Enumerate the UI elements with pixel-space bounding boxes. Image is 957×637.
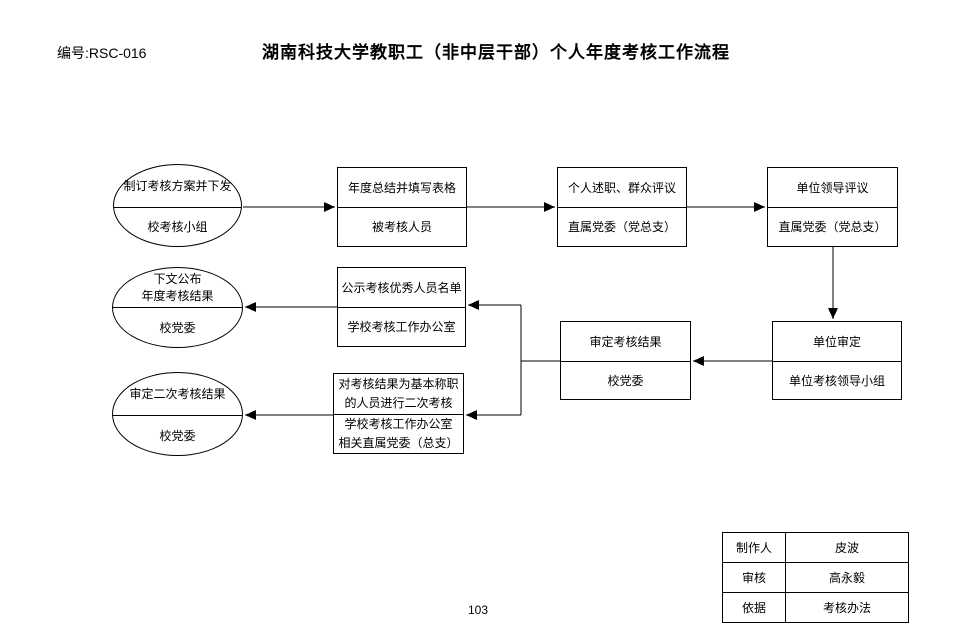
node-second-assess: 对考核结果为基本称职 的人员进行二次考核 学校考核工作办公室 相关直属党委（总支… xyxy=(333,373,464,454)
node-task-label: 对考核结果为基本称职 的人员进行二次考核 xyxy=(334,374,463,415)
info-label-reviewer: 审核 xyxy=(722,562,786,593)
page-title: 湖南科技大学教职工（非中层干部）个人年度考核工作流程 xyxy=(262,43,730,62)
node-task-label: 年度总结并填写表格 xyxy=(338,168,466,208)
doc-number: 编号:RSC-016 xyxy=(57,45,147,61)
node-actor-label: 直属党委（党总支） xyxy=(778,220,887,234)
table-row: 制作人 皮波 xyxy=(722,532,909,563)
node-divider xyxy=(113,307,242,308)
node-task-line1: 对考核结果为基本称职 xyxy=(338,377,459,391)
info-label-maker: 制作人 xyxy=(722,532,786,563)
node-actor-label: 被考核人员 xyxy=(371,220,432,234)
node-publish-result: 下文公布 年度考核结果 校党委 xyxy=(112,267,243,348)
connector-approve-junction xyxy=(520,305,560,415)
node-actor-line2: 相关直属党委（总支） xyxy=(338,436,459,450)
node-task-label: 个人述职、群众评议 xyxy=(558,168,686,208)
node-divider xyxy=(113,415,242,416)
node-task-label: 审定二次考核结果 xyxy=(129,387,226,401)
node-unit-approve: 单位审定 单位考核领导小组 xyxy=(772,321,902,400)
node-annual-summary: 年度总结并填写表格 被考核人员 xyxy=(337,167,467,247)
node-actor-label: 校党委 xyxy=(607,373,644,388)
node-actor-label: 校考核小组 xyxy=(147,220,208,234)
node-leader-review: 单位领导评议 直属党委（党总支） xyxy=(767,167,898,247)
node-task-line2: 的人员进行二次考核 xyxy=(344,396,453,410)
page-number: 103 xyxy=(467,603,489,617)
node-task-label: 审定考核结果 xyxy=(561,322,690,362)
node-task-label: 下文公布 年度考核结果 xyxy=(113,268,242,307)
node-actor-label: 直属党委（党总支） xyxy=(567,220,676,234)
info-table: 制作人 皮波 审核 高永毅 依据 考核办法 xyxy=(722,532,909,623)
node-personal-debrief: 个人述职、群众评议 直属党委（党总支） xyxy=(557,167,687,247)
node-actor-label: 校党委 xyxy=(159,320,196,335)
table-row: 审核 高永毅 xyxy=(722,562,909,593)
node-approve-result: 审定考核结果 校党委 xyxy=(560,321,691,400)
node-actor-label: 学校考核工作办公室 xyxy=(347,320,456,334)
node-make-plan: 制订考核方案并下发 校考核小组 xyxy=(113,164,242,247)
info-value-reviewer: 高永毅 xyxy=(785,562,909,593)
node-divider xyxy=(114,207,241,208)
info-label-basis: 依据 xyxy=(722,592,786,623)
node-actor-line1: 学校考核工作办公室 xyxy=(344,417,453,431)
node-actor-label: 学校考核工作办公室 相关直属党委（总支） xyxy=(334,415,463,453)
info-value-basis: 考核办法 xyxy=(785,592,909,623)
node-task-label: 公示考核优秀人员名单 xyxy=(338,268,465,308)
table-row: 依据 考核办法 xyxy=(722,592,909,623)
node-actor-label: 单位考核领导小组 xyxy=(788,373,885,388)
node-task-label: 制订考核方案并下发 xyxy=(123,179,232,193)
node-second-result: 审定二次考核结果 校党委 xyxy=(112,372,243,456)
node-task-label: 单位领导评议 xyxy=(768,168,897,208)
info-value-maker: 皮波 xyxy=(785,532,909,563)
node-actor-label: 校党委 xyxy=(159,428,196,443)
node-task-line1: 下文公布 xyxy=(153,271,202,286)
node-publicize-excellent: 公示考核优秀人员名单 学校考核工作办公室 xyxy=(337,267,466,347)
node-task-line2: 年度考核结果 xyxy=(141,288,214,303)
node-task-label: 单位审定 xyxy=(773,322,901,362)
